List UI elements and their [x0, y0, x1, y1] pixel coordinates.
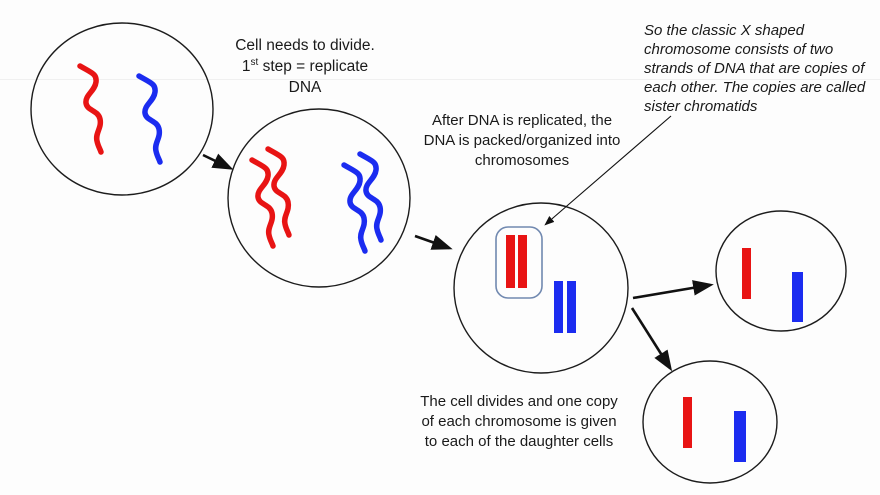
- blue-dna-strand-copy-1: [344, 165, 365, 251]
- arrow-daughter-bottom: [630, 307, 673, 372]
- caption-divide-line3: DNA: [288, 79, 322, 96]
- parent-cell-membrane: [30, 22, 214, 196]
- caption-replicated: After DNA is replicated, the DNA is pack…: [423, 112, 621, 169]
- red-dna-strand: [80, 66, 101, 152]
- caption-divide-ordinal-suffix: st: [250, 56, 259, 68]
- replicated-cell-membrane: [227, 108, 411, 288]
- red-chromosome-copy: [742, 248, 751, 299]
- arrow-daughter-top: [632, 280, 714, 300]
- caption-divide-step-number: 1: [241, 58, 251, 75]
- daughter-cell-bottom-membrane: [642, 360, 778, 484]
- sister-chromatid-pointer-arrow: [544, 115, 672, 226]
- caption-divide-line2: 1st step = replicate: [214, 56, 396, 77]
- blue-sister-chromatid-right: [567, 281, 576, 333]
- caption-divide: Cell needs to divide. 1st step = replica…: [214, 35, 396, 98]
- blue-dna-strand: [139, 76, 160, 162]
- chromosome-cell-membrane: [453, 202, 629, 374]
- red-dna-strand-copy-1: [252, 160, 273, 246]
- blue-sister-chromatid-left: [554, 281, 563, 333]
- chromosome-cell: [453, 202, 629, 374]
- sister-chromatids-note: So the classic X shaped chromosome consi…: [644, 22, 866, 115]
- blue-chromosome-copy: [792, 272, 803, 322]
- background-band-line: [0, 79, 880, 80]
- daughter-cell-top-membrane: [715, 210, 847, 332]
- arrow-replicate: [202, 153, 234, 170]
- daughter-cell-top: [715, 210, 847, 332]
- red-chromosome-copy: [683, 397, 692, 448]
- replicated-cell: [227, 108, 411, 288]
- daughter-cell-bottom: [642, 360, 778, 484]
- parent-cell: [30, 22, 214, 196]
- blue-chromosome-copy: [734, 411, 746, 462]
- red-sister-chromatid-right: [518, 235, 527, 288]
- sister-chromatid-box: [495, 226, 543, 299]
- caption-divide-line2-rest: step = replicate: [258, 58, 369, 75]
- caption-divides: The cell divides and one copy of each ch…: [420, 393, 618, 450]
- red-sister-chromatid-left: [506, 235, 515, 288]
- caption-divide-line1: Cell needs to divide.: [235, 37, 375, 54]
- arrow-condense: [414, 234, 453, 250]
